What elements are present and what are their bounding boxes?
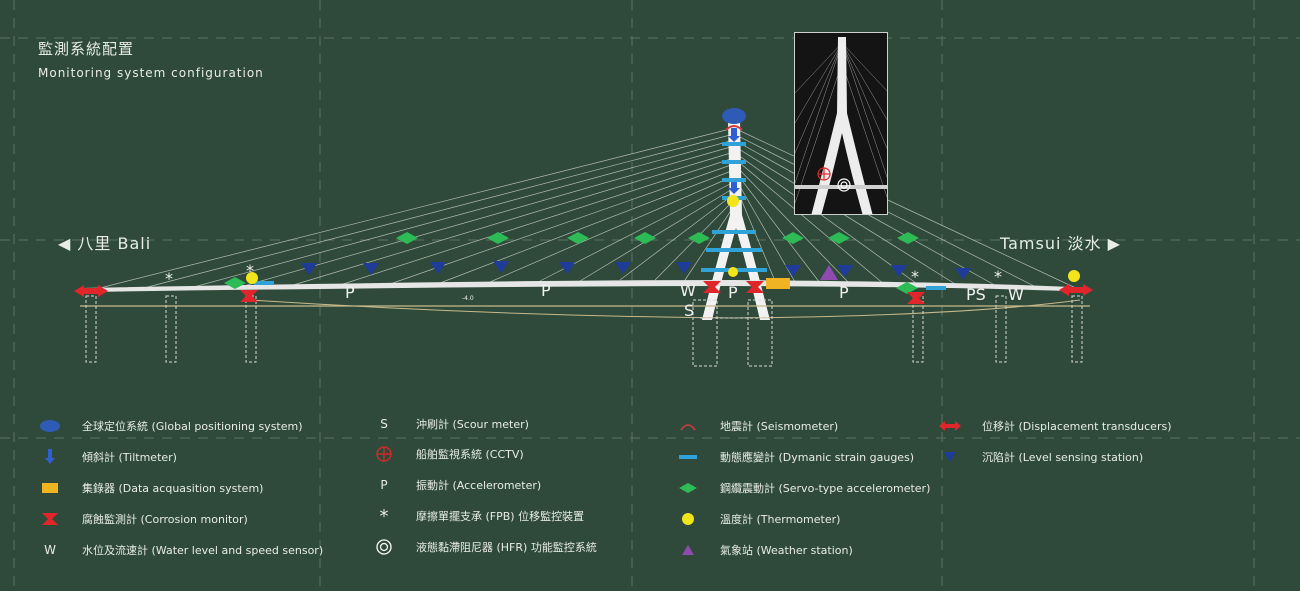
legend-item-corrosion: 腐蝕監測計 (Corrosion monitor) [36,509,248,529]
legend-label: 全球定位系統 (Global positioning system) [82,420,303,433]
fpb-marker: * [165,269,173,288]
ps-marker: PS [966,285,986,304]
legend-label: 水位及流速計 (Water level and speed sensor) [82,544,324,557]
legend-label: 鋼纜震動計 (Servo-type accelerometer) [720,482,931,495]
legend-item-seismometer: 地震計 (Seismometer) [674,416,838,436]
tower-photo-image [795,37,887,214]
legend-label: 傾斜計 (Tiltmeter) [82,451,177,464]
legend-label: 集錄器 (Data acquasition system) [82,482,264,495]
thermometer-icon [674,509,702,529]
legend-label: 摩擦單擺支承 (FPB) 位移監控裝置 [416,510,585,523]
legend-label: 腐蝕監測計 (Corrosion monitor) [82,513,248,526]
legend-label: 沉陷計 (Level sensing station) [982,451,1144,464]
fpb-marker: * [994,267,1002,286]
thermometers [246,195,1080,284]
daq-icon [766,278,790,289]
legend-item-hfr: 液態黏滯阻尼器 (HFR) 功能監控系統 [370,537,597,557]
displacement-icon [936,416,964,436]
legend-item-weather-station: 氣象站 (Weather station) [674,540,853,560]
fpb-marker: * [246,261,254,280]
stay-cables [91,127,1081,291]
servo-accelerometers [224,232,919,294]
servo-accelerometer-icon [674,478,702,498]
legend-item-gps: 全球定位系統 (Global positioning system) [36,416,303,436]
center-mark: -4.0 [462,295,474,302]
accelerometer-marker: P [839,283,849,302]
level-sensing-stations [301,261,971,280]
legend-label: 液態黏滯阻尼器 (HFR) 功能監控系統 [416,541,597,554]
gps-icon [722,108,746,124]
tower-photo [794,32,888,215]
page-subtitle: Monitoring system configuration [38,66,264,80]
legend-item-servo-accelerometer: 鋼纜震動計 (Servo-type accelerometer) [674,478,930,498]
legend-label: 氣象站 (Weather station) [720,544,853,557]
legend-label: 位移計 (Displacement transducers) [982,420,1172,433]
displacement-transducers [74,284,1093,297]
legend-label: 動態應變計 (Dymanic strain gauges) [720,451,915,464]
direction-label-bali: ◀ 八里 Bali [58,234,152,253]
accelerometer-icon: P [380,478,388,492]
legend-label: 溫度計 (Thermometer) [720,513,841,526]
strain-gauge-icon [674,447,702,467]
legend-item-thermometer: 溫度計 (Thermometer) [674,509,840,529]
level-station-icon [936,447,964,467]
hfr-icon [370,537,398,557]
water-level-icon: W [44,543,56,557]
legend-item-displacement: 位移計 (Displacement transducers) [936,416,1172,436]
legend-item-level-station: 沉陷計 (Level sensing station) [936,447,1143,467]
legend-item-water-level: W 水位及流速計 (Water level and speed sensor) [36,540,323,560]
legend-item-accelerometer: P 振動計 (Accelerometer) [370,475,541,495]
fpb-icon: * [379,505,389,527]
accelerometer-marker: P [541,281,551,300]
cctv-icon [370,444,398,464]
accelerometer-marker: P [728,283,738,302]
legend-item-scour: S 沖刷計 (Scour meter) [370,414,529,434]
fpb-marker: * [911,267,919,286]
direction-label-tamsui: Tamsui 淡水 ▶ [1000,234,1121,253]
bridge-deck [80,280,1090,319]
weather-station-icon [674,540,702,560]
accelerometer-marker: P [345,283,355,302]
daq-icon [36,478,64,498]
water-level-marker: W [1008,285,1024,304]
corrosion-monitors [240,281,925,304]
seismometer-icon [725,125,743,131]
legend-item-tiltmeter: 傾斜計 (Tiltmeter) [36,447,177,467]
legend-item-fpb: * 摩擦單擺支承 (FPB) 位移監控裝置 [370,505,585,527]
tiltmeters [728,128,740,194]
seismometer-icon [674,416,702,436]
legend-item-cctv: 船舶監視系統 (CCTV) [370,444,524,464]
legend-item-daq: 集錄器 (Data acquasition system) [36,478,263,498]
legend-label: 船舶監視系統 (CCTV) [416,448,524,461]
scour-marker: S [684,301,694,320]
weather-station-icon [820,265,838,280]
scour-icon: S [380,417,388,431]
page-title: 監測系統配置 [38,40,135,58]
legend-label: 沖刷計 (Scour meter) [416,418,529,431]
legend-label: 振動計 (Accelerometer) [416,479,542,492]
gps-icon [36,416,64,436]
tiltmeter-icon [36,447,64,467]
legend-label: 地震計 (Seismometer) [720,420,839,433]
water-level-marker: W [680,281,696,300]
legend-item-strain-gauge: 動態應變計 (Dymanic strain gauges) [674,447,914,467]
corrosion-icon [36,509,64,529]
